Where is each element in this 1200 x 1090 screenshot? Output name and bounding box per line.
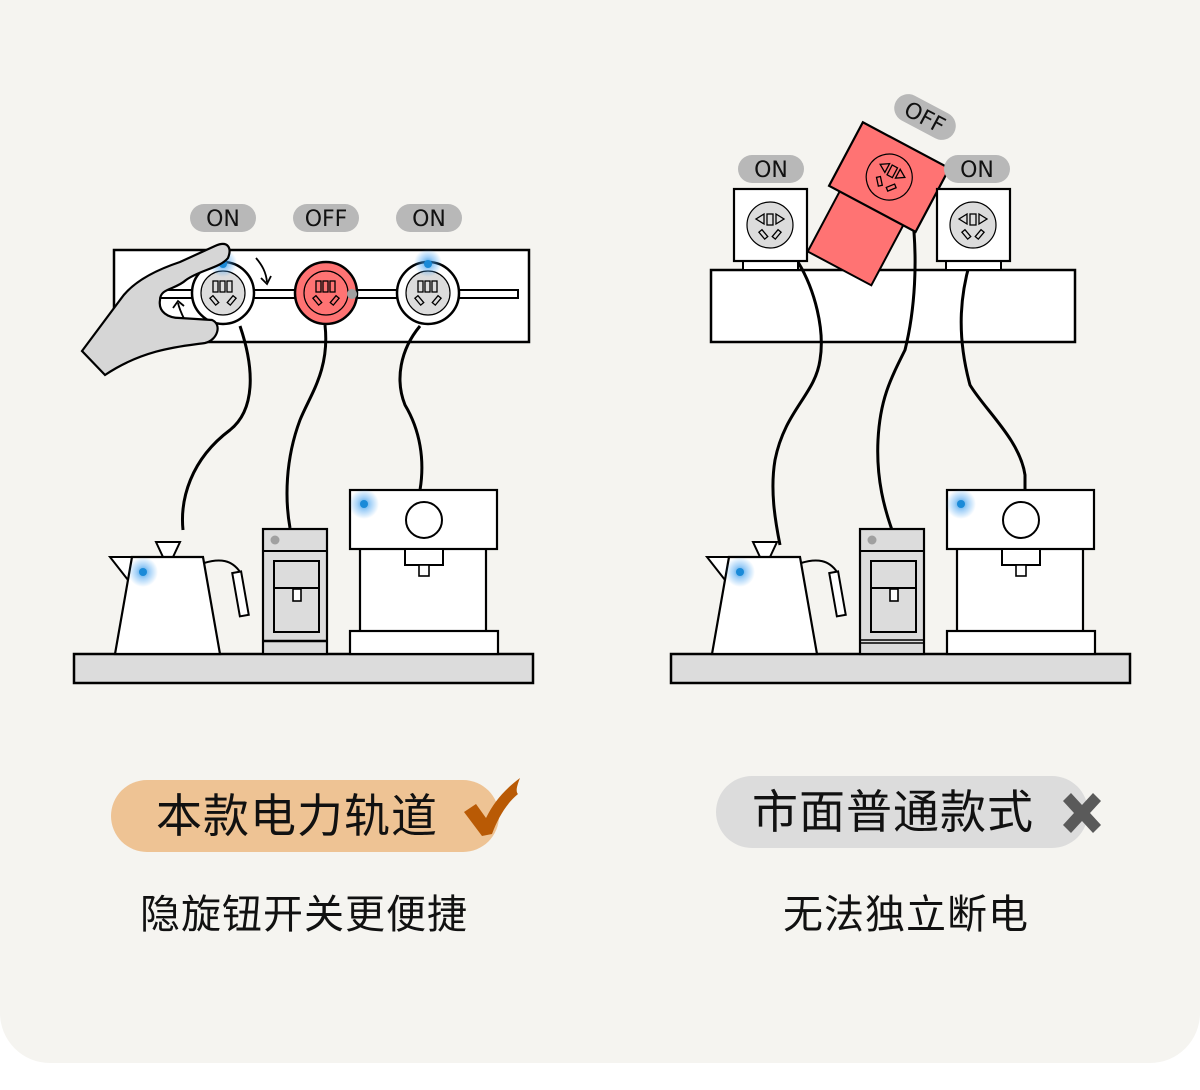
- left-title: 本款电力轨道: [156, 789, 438, 843]
- cord: [285, 324, 328, 529]
- left-subtitle: 隐旋钮开关更便捷: [140, 892, 468, 938]
- kettle: [107, 541, 250, 656]
- cord: [959, 261, 1027, 490]
- kettle: [704, 541, 847, 656]
- badge-label: ON: [754, 158, 788, 183]
- badge-label: ON: [412, 207, 446, 232]
- right-badge-2: OFF: [894, 94, 956, 140]
- right-title: 市面普通款式: [752, 785, 1034, 839]
- cord: [771, 261, 823, 546]
- plug-socket-off: [806, 120, 951, 287]
- indicator-light: [957, 500, 965, 508]
- right-subtitle: 无法独立断电: [783, 892, 1029, 938]
- plug-socket-on: [935, 187, 1012, 271]
- cord: [181, 325, 252, 531]
- badge-label: ON: [206, 207, 240, 232]
- indicator-light: [736, 568, 744, 576]
- coffee-machine: [945, 488, 1097, 656]
- plug-socket-on: [732, 187, 809, 271]
- badge-label: ON: [960, 158, 994, 183]
- right-scene: ON OFF ON: [669, 94, 1132, 685]
- hand-icon: [80, 242, 231, 377]
- indicator-off: [347, 289, 357, 299]
- badge-label: OFF: [305, 207, 348, 232]
- right-badge-1: ON: [738, 155, 804, 183]
- coffee-machine: [348, 488, 500, 656]
- left-title-pill: [111, 780, 499, 852]
- rotate-arrow-icon: [255, 257, 268, 283]
- checkmark-icon: [464, 778, 520, 836]
- indicator-light: [424, 260, 432, 268]
- counter: [669, 652, 1132, 685]
- right-title-pill: [716, 776, 1088, 848]
- indicator-light: [360, 500, 368, 508]
- water-dispenser: [858, 527, 926, 656]
- indicator-light: [139, 568, 147, 576]
- power-strip: [709, 268, 1077, 344]
- cross-icon: [1063, 793, 1101, 833]
- cord: [398, 325, 424, 491]
- cord: [876, 211, 917, 531]
- left-badge-1: ON: [190, 204, 256, 232]
- right-badge-3: ON: [944, 155, 1010, 183]
- track-socket-off[interactable]: [293, 260, 359, 326]
- counter: [72, 652, 535, 685]
- left-badge-2: OFF: [293, 204, 359, 232]
- left-scene: ON OFF ON: [72, 204, 535, 685]
- track-socket-on[interactable]: [395, 249, 461, 326]
- left-badge-3: ON: [396, 204, 462, 232]
- water-dispenser: [261, 527, 329, 656]
